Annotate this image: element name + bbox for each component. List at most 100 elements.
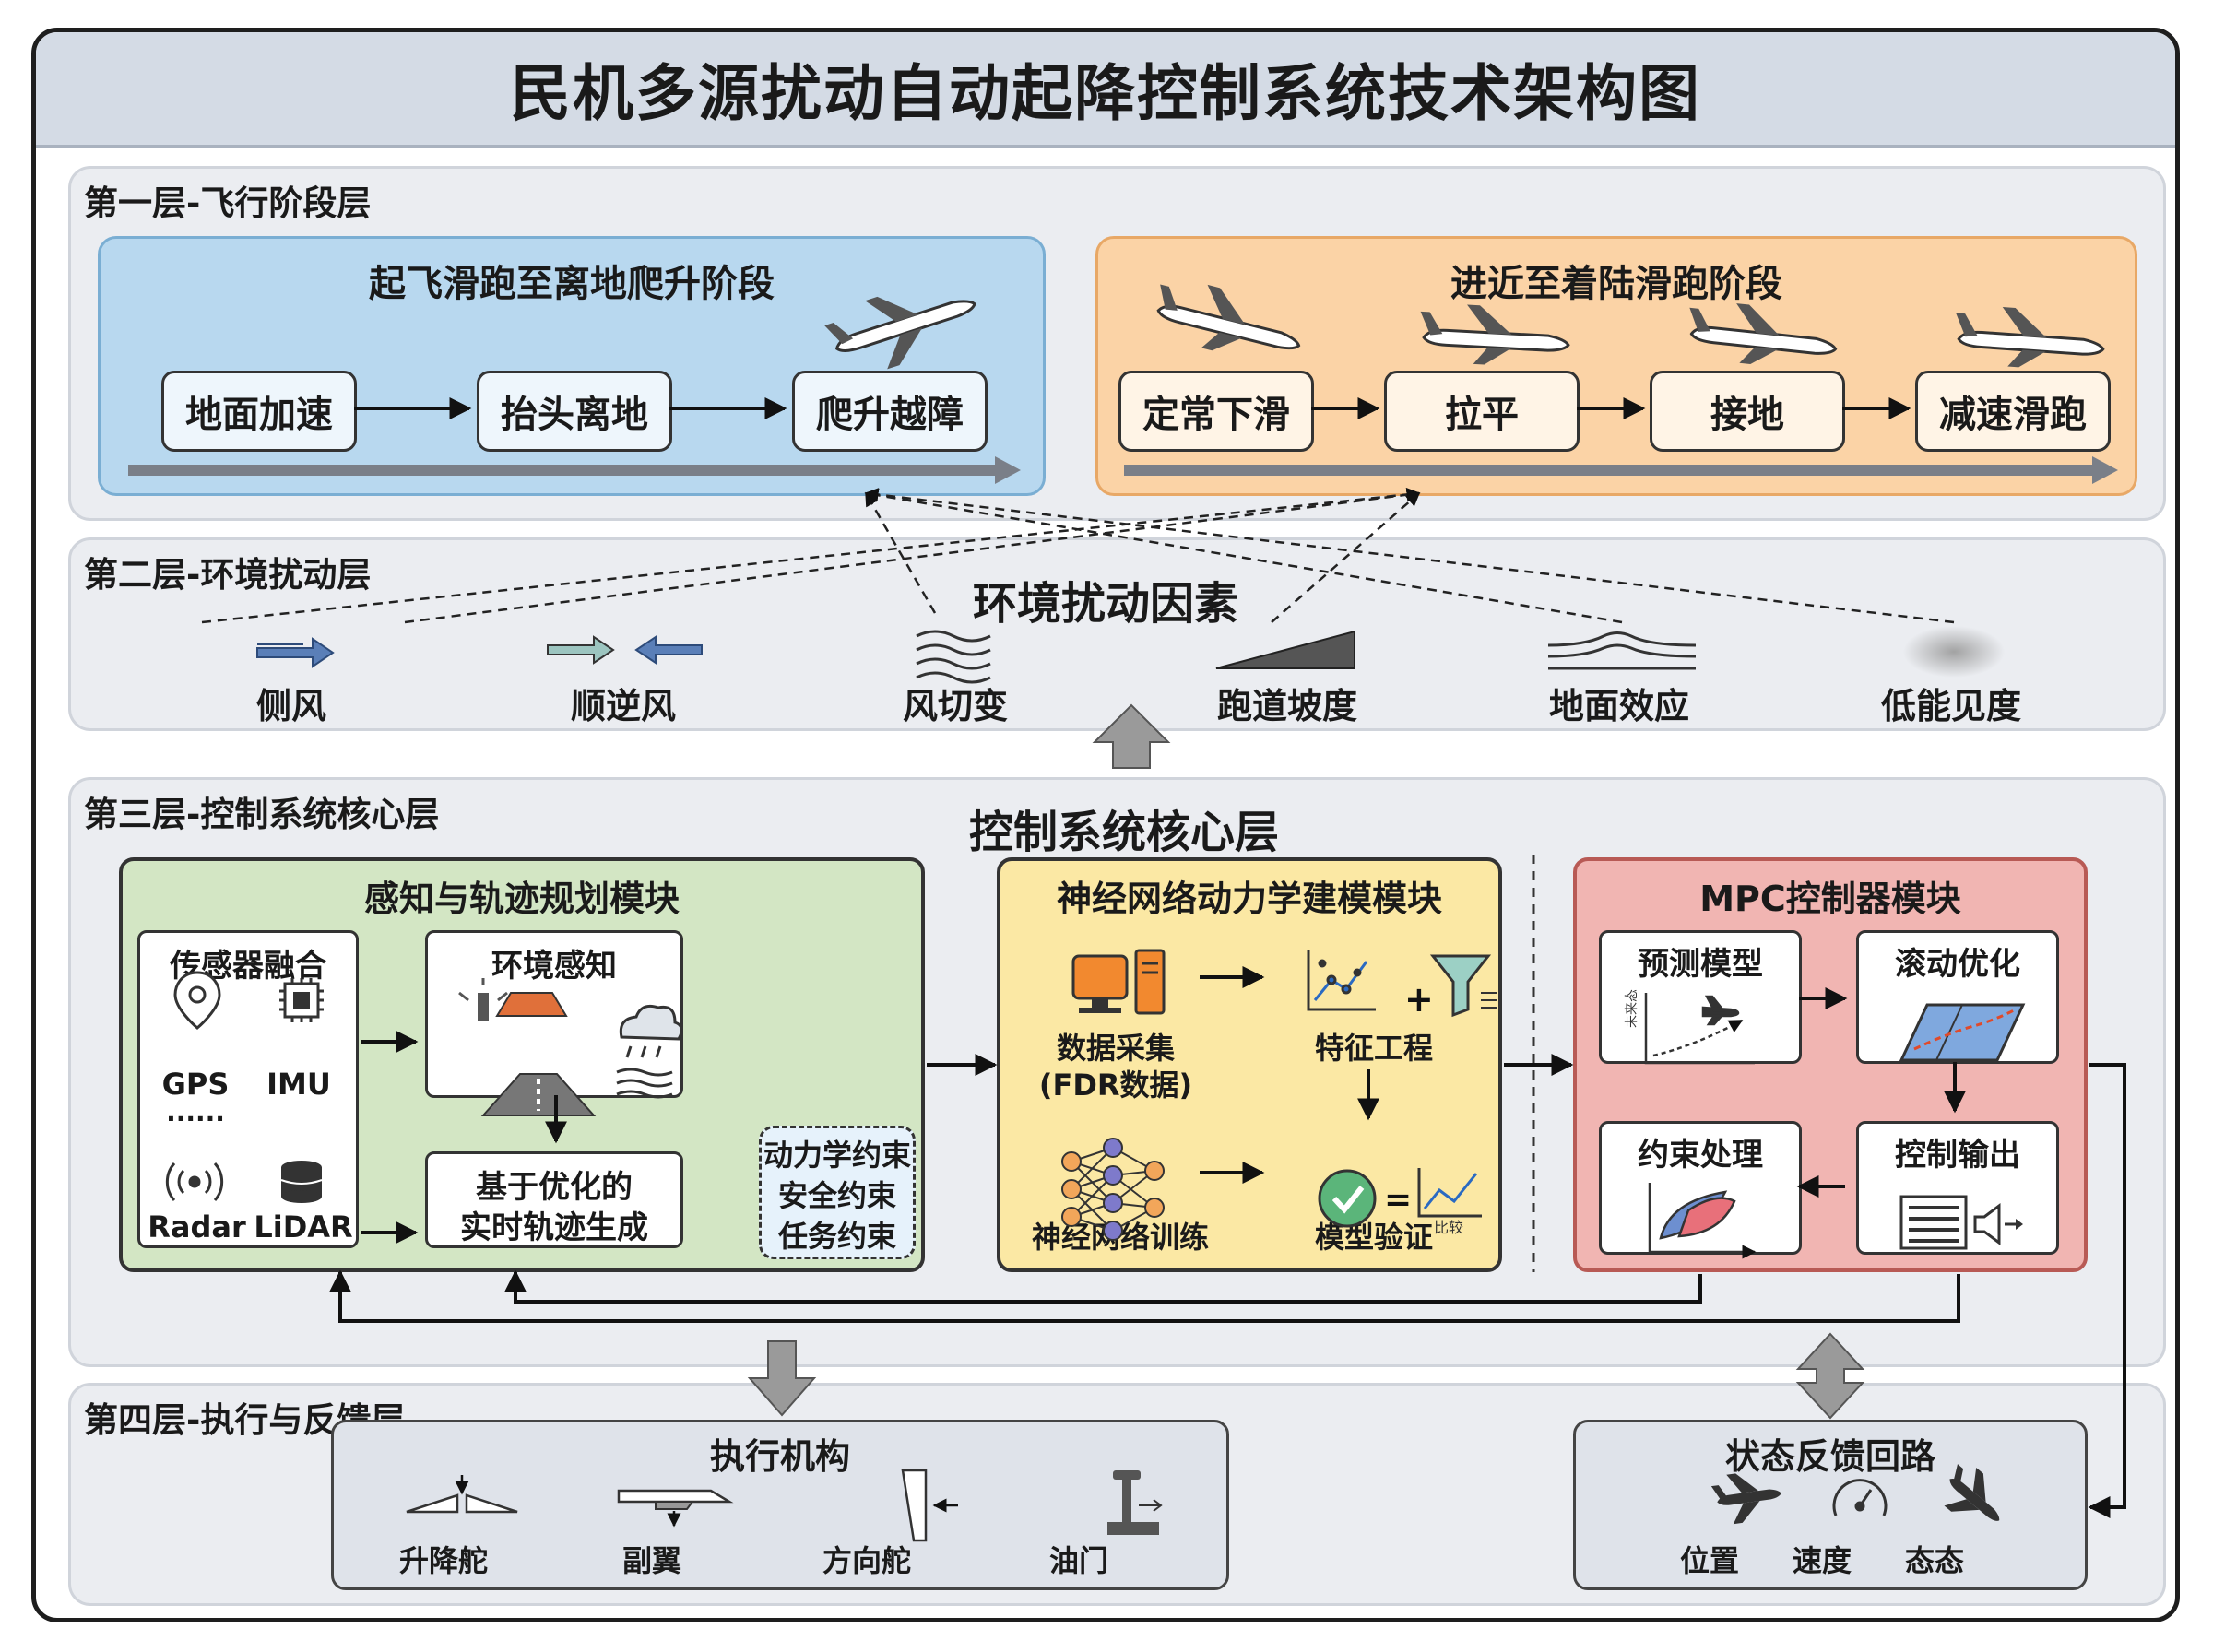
feedback-velocity-label: 速度 [1792, 1543, 1852, 1578]
constraint-handling-title: 约束处理 [1638, 1137, 1763, 1174]
wind-shear-icon [916, 630, 991, 684]
imu-chip-icon [279, 978, 324, 1022]
state-feedback-box: 状态反馈回路 位置 速度 态态 [1573, 1420, 2088, 1590]
diagram-title: 民机多源扰动自动起降控制系统技术架构图 [510, 58, 1701, 129]
env-factors-title: 环境扰动因素 [972, 578, 1238, 630]
ground-effect-icon [1547, 631, 1697, 670]
gps-pin-icon [173, 971, 221, 1030]
aileron-icon [617, 1489, 734, 1528]
crosswind-icon [256, 637, 335, 668]
actuator-throttle-label: 油门 [1048, 1543, 1108, 1578]
nn-module-title: 神经网络动力学建模模块 [1056, 879, 1442, 919]
feature-chart-icon [1307, 950, 1376, 1011]
title-bar: 民机多源扰动自动起降控制系统技术架构图 [36, 32, 2175, 148]
runway-road-icon [480, 1073, 597, 1116]
funnel-icon [1429, 954, 1497, 1018]
attitude-plane-icon [1944, 1464, 2000, 1521]
step-steady-descent: 定常下滑 [1118, 371, 1314, 452]
model-validation-label: 模型验证 [1314, 1220, 1433, 1255]
throttle-icon [1107, 1470, 1163, 1535]
data-collection-line1: 数据采集 [1056, 1031, 1175, 1066]
airplane-climb-icon [824, 296, 976, 370]
compare-label: 比较 [1434, 1219, 1463, 1236]
control-output-icon [1899, 1195, 2023, 1250]
constraint-safety: 安全约束 [777, 1178, 896, 1213]
perception-module-title: 感知与轨迹规划模块 [363, 879, 680, 919]
runway-lights-icon [458, 978, 568, 1021]
constraints-bubble: 动力学约束 安全约束 任务约束 [759, 1126, 916, 1259]
step-touchdown: 接地 [1650, 371, 1845, 452]
position-plane-icon [1710, 1473, 1781, 1525]
actuator-aileron-label: 副翼 [621, 1543, 681, 1578]
diagram-frame: 民机多源扰动自动起降控制系统技术架构图 第一层-飞行阶段层 起飞滑跑至离地爬升阶… [31, 28, 2180, 1622]
control-core-title: 控制系统核心层 [968, 807, 1279, 858]
low-visibility-icon [1903, 626, 2005, 678]
step-climb-obstacle: 爬升越障 [792, 371, 988, 452]
airplane-rollout-icon [1956, 306, 2105, 368]
sensor-radar-label: Radar [148, 1210, 246, 1245]
rolling-optimization-icon [1899, 1003, 2026, 1062]
computer-icon [1071, 949, 1166, 1015]
sensor-more-label: ...... [166, 1097, 225, 1127]
actuator-elevator-label: 升降舵 [398, 1543, 488, 1578]
constraint-chart-icon [1648, 1183, 1757, 1259]
takeoff-progress-arrow [128, 456, 1021, 484]
elevator-icon [406, 1475, 518, 1514]
mpc-arrows [1796, 987, 1966, 1198]
neural-network-icon [1061, 1138, 1165, 1241]
sensor-imu-label: IMU [266, 1067, 331, 1102]
sensor-gps-label: GPS [161, 1067, 230, 1102]
actuator-rudder-label: 方向舵 [822, 1543, 911, 1578]
runway-slope-icon [1215, 630, 1355, 669]
feature-engineering-label: 特征工程 [1314, 1031, 1433, 1066]
trajectory-line1: 基于优化的 [476, 1169, 633, 1206]
head-tail-wind-icon [547, 635, 703, 665]
takeoff-title: 起飞滑跑至离地爬升阶段 [369, 263, 775, 305]
mpc-module-title: MPC控制器模块 [1699, 879, 1961, 919]
data-collection-line2: (FDR数据) [1038, 1068, 1193, 1103]
state-feedback-title: 状态反馈回路 [1724, 1436, 1935, 1477]
step-flare: 拉平 [1384, 371, 1580, 452]
rolling-optimization-title: 滚动优化 [1895, 946, 2020, 983]
core-to-actuator-arrow [747, 1340, 817, 1417]
perception-module: 感知与轨迹规划模块 传感器融合 GPS IMU ...... Radar LiD… [119, 857, 925, 1272]
lidar-icon [280, 1161, 323, 1203]
actuators-title: 执行机构 [709, 1436, 850, 1477]
equals-sign: = [1384, 1181, 1412, 1219]
landing-progress-arrow [1124, 456, 2118, 484]
control-output-title: 控制输出 [1895, 1137, 2020, 1174]
landing-stage: 进近至着陆滑跑阶段 定常下滑 拉平 接地 减速滑跑 [1095, 236, 2137, 496]
layer2-label: 第二层-环境扰动层 [84, 555, 372, 595]
step-rollout: 减速滑跑 [1915, 371, 2111, 452]
trajectory-gen-box: 基于优化的 实时轨迹生成 [425, 1151, 683, 1248]
factor-ground-effect: 地面效应 [1548, 686, 1689, 726]
feedback-to-perception-lines [329, 1269, 1960, 1323]
compare-chart-icon [1417, 1168, 1482, 1218]
checkmark-icon [1318, 1169, 1377, 1228]
prediction-model-box: 预测模型 [1599, 930, 1802, 1064]
graphics-overlay: + = 比较 [128, 284, 2126, 1542]
prediction-chart-icon [1644, 993, 1755, 1065]
core-feedback-bidirectional-arrow [1795, 1332, 1865, 1420]
mpc-to-feedback-line [2088, 1063, 2126, 1518]
step-rotation-liftoff: 抬头离地 [477, 371, 672, 452]
nn-arrows [1200, 966, 1379, 1184]
radar-icon [165, 1162, 224, 1201]
step-ground-acceleration: 地面加速 [161, 371, 357, 452]
core-to-env-arrow [1092, 703, 1171, 769]
constraint-dynamics: 动力学约束 [763, 1138, 911, 1173]
speedometer-icon [1832, 1479, 1888, 1516]
rudder-icon [901, 1469, 958, 1542]
perception-arrows [361, 1031, 567, 1244]
feedback-position-label: 位置 [1679, 1543, 1739, 1578]
airplane-touchdown-icon [1689, 303, 1838, 365]
sensor-lidar-label: LiDAR [254, 1210, 353, 1245]
prediction-model-title: 预测模型 [1638, 946, 1763, 983]
env-perception-title: 环境感知 [491, 948, 617, 985]
factor-low-visibility: 低能见度 [1880, 686, 2021, 726]
airplane-descent-icon [1156, 284, 1301, 351]
factor-wind-shear: 风切变 [902, 686, 1008, 726]
trajectory-line2: 实时轨迹生成 [460, 1210, 648, 1246]
airplane-flare-icon [1420, 304, 1570, 365]
feedback-attitude-label: 态态 [1904, 1543, 1964, 1578]
